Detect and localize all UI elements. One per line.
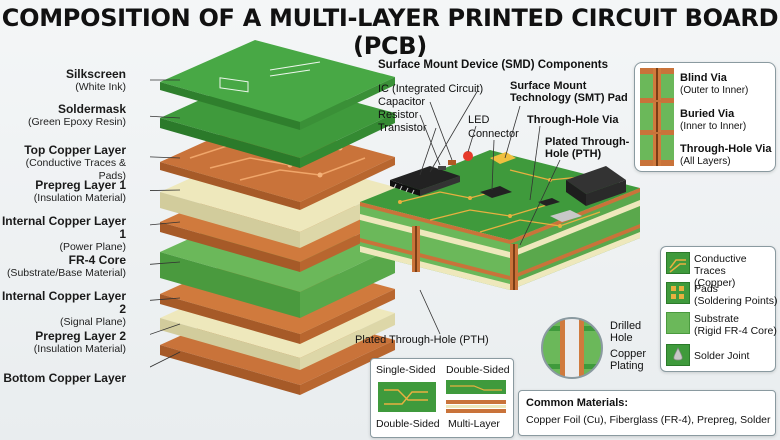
legend-solder-joint: Solder Joint: [694, 350, 750, 362]
label-soldermask: Soldermask(Green Epoxy Resin): [27, 102, 126, 129]
pth-barrel: [412, 226, 518, 290]
label-connector: Connector: [468, 128, 519, 140]
type-multi-layer: Multi-Layer: [448, 418, 500, 430]
label-internal-copper-1: Internal Copper Layer 1(Power Plane): [1, 214, 126, 254]
layer-silkscreen: [160, 40, 395, 130]
trace-icon: [669, 259, 686, 269]
type-double-sided-bottom: Double-Sided: [376, 418, 440, 430]
type-double-sided-top: Double-Sided: [446, 364, 510, 376]
label-internal-copper-2: Internal Copper Layer 2(Signal Plane): [1, 289, 126, 329]
legend-icons: [669, 259, 686, 361]
label-pth-bottom: Plated Through-Hole (PTH): [355, 334, 489, 346]
label-led: LED: [468, 114, 490, 126]
assembled-board: [360, 150, 640, 290]
capacitor-component: [448, 160, 456, 165]
via-cross-section: [640, 68, 674, 166]
label-bottom-copper: Bottom Copper Layer: [3, 371, 126, 385]
type-single-sided: Single-Sided: [376, 364, 436, 376]
usb-port: [550, 210, 582, 222]
label-top-copper: Top Copper Layer(Conductive Traces & Pad…: [24, 143, 126, 183]
label-through-hole-via-top: Through-Hole Via: [527, 114, 619, 126]
materials-text: Copper Foil (Cu), Fiberglass (FR-4), Pre…: [526, 414, 771, 426]
materials-heading: Common Materials:: [526, 397, 629, 409]
legend-traces: Conductive Traces(Copper): [694, 253, 747, 289]
label-prepreg-1: Prepreg Layer 1(Insulation Material): [33, 178, 126, 205]
label-silkscreen: Silkscreen(White Ink): [65, 67, 126, 94]
legend-swatch-traces: [666, 252, 690, 274]
led-component: [463, 151, 473, 161]
drilled-hole-magnifier: [541, 317, 603, 379]
materials-panel: [518, 390, 776, 436]
label-resistor: Resistor: [378, 109, 419, 121]
label-ic: IC (Integrated Circuit): [378, 83, 484, 95]
single-sided-thumb: [378, 382, 436, 412]
via-through-hole: Through-Hole Via(All Layers): [680, 143, 772, 167]
via-blind: Blind Via(Outer to Inner): [680, 72, 749, 96]
transistor-component: [480, 186, 512, 198]
connector-component: [566, 166, 626, 206]
pads-icon: [671, 286, 684, 299]
label-transistor: Transistor: [378, 122, 427, 134]
legend-pads: Pads(Soldering Points): [694, 283, 778, 307]
exploded-layer-stack: [150, 40, 395, 395]
smt-pad-component: [490, 152, 516, 164]
smd-heading: Surface Mount Device (SMD) Components: [378, 59, 609, 71]
pcb-type-thumbnails: [378, 380, 506, 413]
board-edge-layers: [360, 188, 640, 290]
ic-chip: [390, 166, 460, 196]
double-sided-thumb: [446, 380, 506, 413]
legend-substrate: Substrate(Rigid FR-4 Core): [694, 313, 777, 337]
via-buried: Buried Via(Inner to Inner): [680, 108, 747, 132]
label-capacitor: Capacitor: [378, 96, 426, 108]
legend-swatch-substrate: [666, 312, 690, 334]
resistor-component: [438, 166, 446, 170]
label-prepreg-2: Prepreg Layer 2(Insulation Material): [33, 329, 126, 356]
label-fr4-core: FR-4 Core(Substrate/Base Material): [6, 253, 126, 280]
page-title: COMPOSITION OF A MULTI-LAYER PRINTED CIR…: [1, 4, 779, 60]
solder-joint-icon: [673, 347, 683, 361]
label-plated-through-hole: Plated Through-Hole (PTH): [545, 136, 630, 160]
